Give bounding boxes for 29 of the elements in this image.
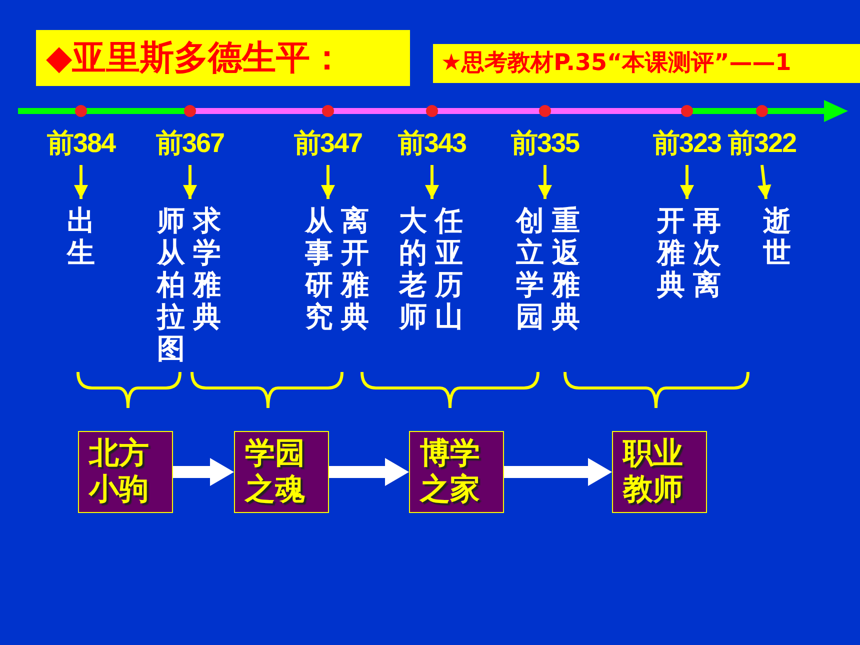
arrow: [74, 165, 88, 199]
event-text: 重返雅典创立学园: [515, 205, 581, 335]
title-box: 学园之魂: [234, 431, 329, 513]
year-label: 前384: [36, 126, 126, 162]
arrow: [680, 165, 694, 199]
event-text: 出生: [64, 205, 96, 271]
title-box: 北方小驹: [78, 431, 173, 513]
year-label: 前343: [387, 126, 477, 162]
title-banner: ◆亚里斯多德生平：: [36, 30, 410, 86]
block-arrow: [504, 458, 612, 486]
event-text: 离开雅典从事研究: [304, 205, 370, 335]
event-text: 求学雅典师从柏拉图: [156, 205, 222, 367]
arrow: [183, 165, 197, 199]
title-box: 职业教师: [612, 431, 707, 513]
event-text: 逝世: [760, 205, 792, 271]
arrow: [757, 164, 772, 200]
title-box: 博学之家: [409, 431, 504, 513]
event-text: 再次离开雅典: [656, 205, 722, 303]
arrow: [425, 165, 439, 199]
year-label: 前367: [145, 126, 235, 162]
arrow: [538, 165, 552, 199]
year-label: 前335: [500, 126, 590, 162]
arrow: [321, 165, 335, 199]
block-arrow: [173, 458, 234, 486]
note-banner: [433, 44, 860, 83]
year-label: 前347: [283, 126, 373, 162]
block-arrow: [329, 458, 409, 486]
event-text: 任亚历山大的老师: [398, 205, 464, 335]
note-text: ★思考教材P.35“本课测评”——1: [441, 49, 792, 78]
